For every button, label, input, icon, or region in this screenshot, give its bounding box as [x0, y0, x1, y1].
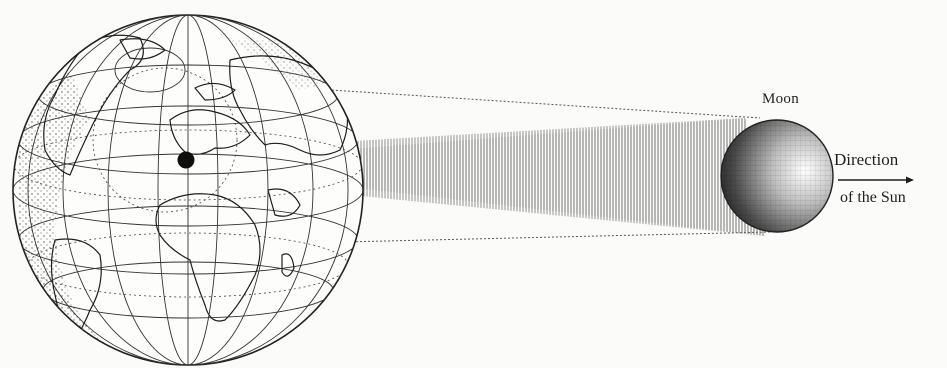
sun-direction-label-line1: Direction — [834, 151, 898, 168]
earth-globe — [13, 15, 363, 365]
eclipse-observation-point — [178, 152, 195, 169]
moon-sphere — [721, 120, 833, 232]
sun-direction-label-line2: of the Sun — [840, 190, 906, 206]
sun-direction-arrow — [838, 177, 914, 184]
moon-label: Moon — [762, 92, 799, 107]
